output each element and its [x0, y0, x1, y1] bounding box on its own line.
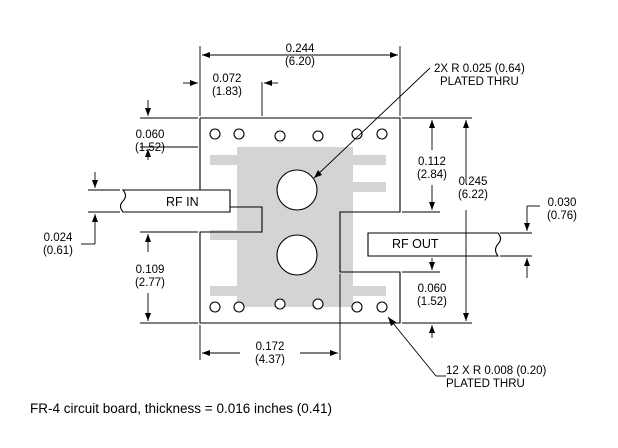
small-plated-hole — [233, 128, 245, 140]
dim-bottom-right-in: 0.060 — [418, 283, 447, 295]
small-plated-hole — [274, 298, 286, 310]
dim-trace-width-in: 0.024 — [44, 232, 73, 244]
package-lead — [210, 155, 237, 165]
dim-left-offset-in: 0.072 — [213, 73, 242, 85]
dim-bottom-right-mm: (1.52) — [417, 296, 447, 308]
large-holes — [276, 169, 318, 276]
small-plated-hole — [209, 128, 221, 140]
board-outline — [199, 117, 401, 324]
small-plated-hole — [312, 298, 324, 310]
dim-overall-height-mm: (6.22) — [458, 189, 488, 201]
small-plated-hole — [376, 128, 388, 140]
package-lead — [210, 230, 237, 240]
small-plated-hole — [233, 301, 245, 313]
small-plated-hole — [274, 130, 286, 142]
dim-top-margin-mm: (1.52) — [135, 142, 165, 154]
dim-upper-right-mm: (2.84) — [417, 169, 447, 181]
small-plated-hole — [376, 301, 388, 313]
callout-small-holes-line2: PLATED THRU — [446, 378, 525, 390]
callout-text: 2X R 0.025 (0.64) PLATED THRU 12 X R 0.0… — [434, 63, 547, 390]
dim-bottom-width-mm: (4.37) — [255, 354, 285, 366]
large-plated-hole — [276, 169, 318, 211]
callout-large-holes-line1: 2X R 0.025 (0.64) — [434, 63, 525, 75]
rf-out-trace — [367, 232, 502, 257]
dimension-text: 0.244 (6.20) 0.072 (1.83) 0.060 (1.52) 0… — [43, 43, 577, 366]
small-holes — [209, 128, 388, 313]
dim-out-trace-mm: (0.76) — [547, 210, 577, 222]
package-lead — [353, 182, 386, 192]
rf-in-trace — [119, 189, 231, 213]
package-lead — [353, 286, 386, 296]
dim-bottom-width-in: 0.172 — [256, 341, 285, 353]
dim-lower-height-mm: (2.77) — [135, 277, 165, 289]
dim-lower-height-in: 0.109 — [136, 264, 165, 276]
dim-top-margin-in: 0.060 — [136, 129, 165, 141]
dim-out-trace-in: 0.030 — [548, 197, 577, 209]
callout-large-holes-line2: PLATED THRU — [440, 76, 519, 88]
callout-small-holes-line1: 12 X R 0.008 (0.20) — [446, 365, 547, 377]
package-lead — [353, 155, 386, 165]
arrowheads — [92, 52, 530, 356]
dim-left-offset-mm: (1.83) — [212, 86, 242, 98]
small-plated-hole — [312, 130, 324, 142]
dim-trace-width-mm: (0.61) — [43, 245, 73, 257]
package-lead — [210, 286, 237, 296]
dim-upper-right-in: 0.112 — [418, 156, 446, 168]
dim-overall-width-mm: (6.20) — [285, 56, 315, 68]
dim-overall-width-in: 0.244 — [286, 43, 315, 55]
large-plated-hole — [276, 234, 318, 276]
board-caption: FR-4 circuit board, thickness = 0.016 in… — [30, 401, 333, 416]
dim-overall-height-in: 0.245 — [459, 176, 488, 188]
rf-in-label: RF IN — [166, 195, 199, 209]
small-plated-hole — [351, 301, 363, 313]
rf-out-label: RF OUT — [392, 237, 439, 251]
small-plated-hole — [209, 301, 221, 313]
small-plated-hole — [351, 128, 363, 140]
